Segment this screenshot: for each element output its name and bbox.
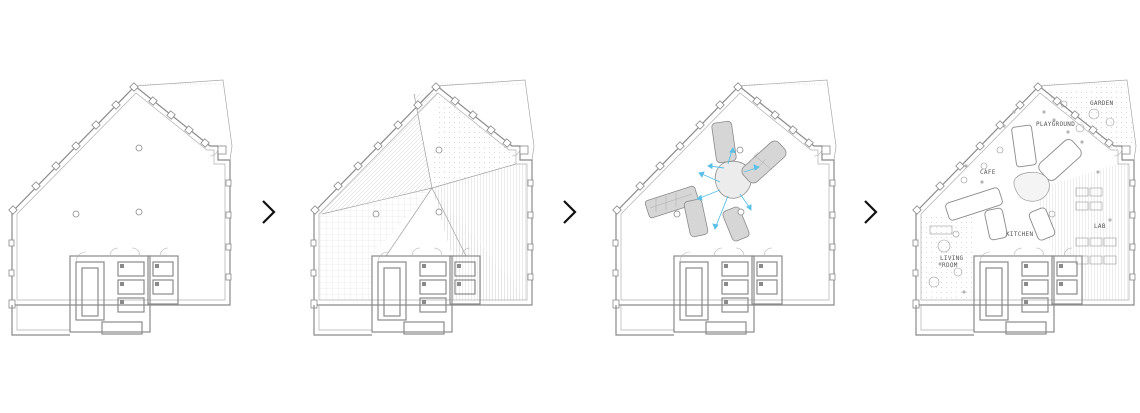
- sequence-arrow-3: [863, 199, 878, 225]
- room-label-living: LIVING: [940, 255, 964, 262]
- room-label-lab: LAB: [1094, 223, 1106, 230]
- room-label-cafe: CAFE: [980, 169, 996, 176]
- existing-floor-plan: [8, 79, 233, 336]
- room-label-room: ROOM: [942, 262, 958, 269]
- room-label-kitchen: KITCHEN: [1006, 231, 1033, 238]
- sequence-arrow-1: [261, 199, 276, 225]
- zoning-floor-plan: [310, 79, 535, 336]
- room-label-garden: GARDEN: [1090, 100, 1114, 107]
- room-label-playground: PLAYGROUND: [1036, 121, 1075, 128]
- sequence-arrow-2: [562, 199, 577, 225]
- circulation-floor-plan: [612, 79, 837, 336]
- program-floor-plan: GARDEN PLAYGROUND CAFE KITCHEN LAB LIVIN…: [912, 79, 1137, 336]
